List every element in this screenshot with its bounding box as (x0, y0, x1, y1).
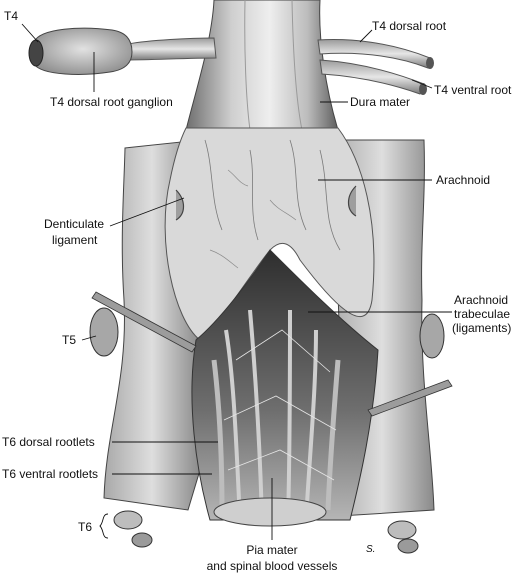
leader-t4 (21, 23, 39, 43)
left-retractor (91, 291, 197, 353)
leader-t5 (81, 335, 97, 341)
label-denticulate-ligament-line2: ligament (52, 233, 98, 247)
t4-left-cut-end (28, 39, 44, 67)
label-t4-ventral-root: T4 ventral root (434, 83, 512, 97)
t4-left-root (28, 27, 217, 75)
right-retractor (367, 379, 453, 417)
spinal-cord-cut-surface (213, 497, 327, 527)
t5-left-cut-end (89, 307, 119, 357)
exposed-spinal-cord (191, 249, 379, 527)
label-arachnoid-trabeculae-line3: (ligaments) (452, 321, 511, 335)
label-arachnoid: Arachnoid (436, 173, 490, 187)
leader-t4-ventral-root (411, 79, 433, 89)
t4-dorsal-root-ganglion-shape (33, 27, 133, 75)
artist-signature: S. (366, 544, 375, 555)
t6-cut-roots (113, 510, 419, 554)
leader-lines (21, 23, 452, 540)
t4-right-roots (317, 39, 434, 95)
t5-right-cut-end (419, 313, 445, 359)
label-t4-dorsal-root-ganglion: T4 dorsal root ganglion (50, 95, 173, 109)
label-t6: T6 (78, 520, 92, 534)
dura-mater-tube (185, 0, 339, 131)
label-t5: T5 (62, 333, 76, 347)
label-dura-mater: Dura mater (350, 95, 410, 109)
t6-bracket (99, 513, 109, 539)
label-denticulate-ligament-line1: Denticulate (44, 217, 104, 231)
label-t6-dorsal-rootlets: T6 dorsal rootlets (2, 435, 95, 449)
arachnoid-layer (164, 127, 375, 341)
label-arachnoid-trabeculae-line1: Arachnoid (454, 293, 508, 307)
leader-t4-dorsal-root (359, 29, 373, 43)
label-pia-mater-line2: and spinal blood vessels (207, 559, 338, 573)
label-arachnoid-trabeculae-line2: trabeculae (454, 307, 510, 321)
label-t6-ventral-rootlets: T6 ventral rootlets (2, 467, 98, 481)
leader-denticulate-ligament (109, 197, 185, 227)
label-t4-dorsal-root: T4 dorsal root (372, 19, 447, 33)
figure-labels: T4 T4 dorsal root ganglion T4 dorsal roo… (2, 9, 512, 573)
label-pia-mater-line1: Pia mater (246, 543, 297, 557)
label-t4: T4 (4, 9, 18, 23)
